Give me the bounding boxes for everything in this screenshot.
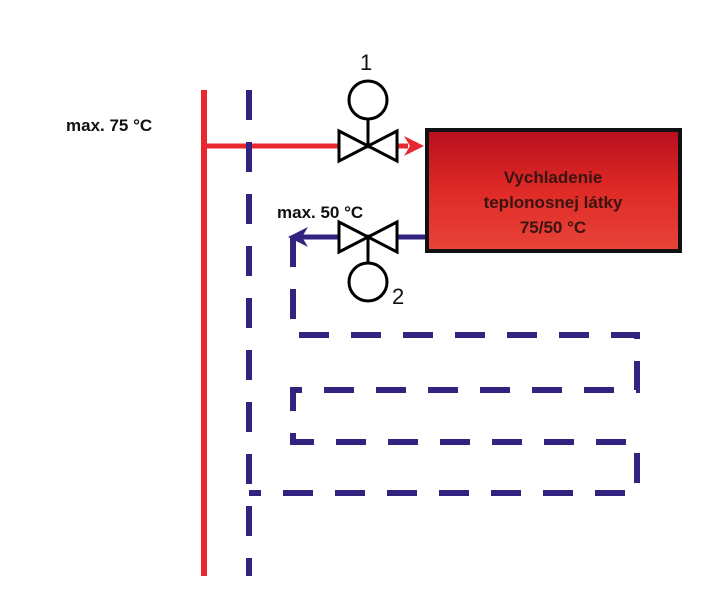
valve-1-icon: [337, 128, 399, 164]
box-temperature: 75/50 °C: [520, 218, 586, 237]
supply-arrow-icon: [404, 136, 424, 156]
cooling-unit-box: [425, 128, 682, 253]
valve-2-label: 2: [392, 284, 404, 309]
return-arrow-icon: [288, 227, 308, 247]
valve-2[interactable]: [337, 219, 399, 303]
floor-heating-loop: [249, 237, 640, 496]
box-title-line1: Vychladenie: [504, 168, 603, 187]
actuator-2-icon: [347, 261, 389, 303]
return-max-temp-label: max. 50 °C: [277, 203, 363, 222]
box-title-line2: teplonosnej látky: [484, 193, 623, 212]
supply-max-temp-label: max. 75 °C: [66, 116, 152, 135]
actuator-1-icon: [347, 79, 389, 121]
valve-1-label: 1: [360, 50, 372, 75]
valve-1[interactable]: [337, 79, 399, 164]
